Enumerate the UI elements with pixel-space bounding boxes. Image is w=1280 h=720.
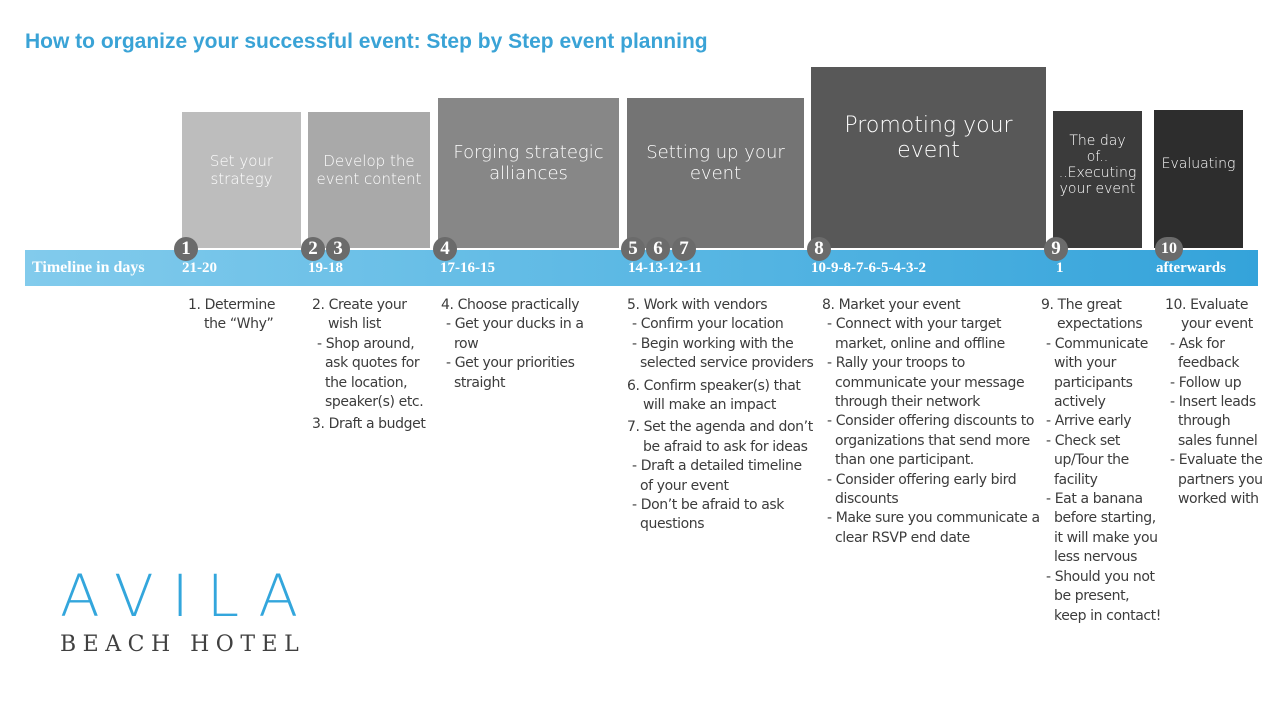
step-item: 6. Confirm speaker(s) that will make an … bbox=[627, 377, 817, 416]
phase-block-1: Set your strategy bbox=[182, 112, 301, 248]
phase-label: Develop the event content bbox=[316, 152, 422, 188]
timeline-days: 1 bbox=[1056, 260, 1064, 276]
step-column-3: 4. Choose practically - Get your ducks in… bbox=[441, 296, 606, 396]
logo-sub-text: BEACH HOTEL bbox=[60, 632, 306, 657]
phase-label: Forging strategic alliances bbox=[453, 142, 604, 184]
step-badge-8: 8 bbox=[807, 237, 831, 261]
step-subitem: - Get your ducks in a row bbox=[446, 316, 584, 352]
step-heading: 3. Draft a budget bbox=[312, 416, 426, 433]
step-subitem: - Don’t be afraid to ask questions bbox=[632, 497, 785, 533]
timeline-days: 10-9-8-7-6-5-4-3-2 bbox=[811, 260, 926, 276]
step-item: 4. Choose practically - Get your ducks in… bbox=[441, 296, 606, 393]
step-badge-3: 3 bbox=[326, 237, 350, 261]
step-subitem: - Evaluate the partners you worked with bbox=[1170, 452, 1263, 508]
step-badge-7: 7 bbox=[672, 237, 696, 261]
step-badge-5: 5 bbox=[621, 237, 645, 261]
step-heading: 8. Market your event bbox=[822, 297, 961, 313]
step-heading: 9. The great expectations bbox=[1041, 297, 1143, 333]
step-subitem: - Get your priorities straight bbox=[446, 355, 575, 391]
timeline-days: afterwards bbox=[1156, 260, 1226, 276]
step-heading: 2. Create your wish list bbox=[312, 297, 407, 333]
step-subitem: - Shop around, ask quotes for the locati… bbox=[317, 335, 424, 411]
step-column-1: 1. Determine the “Why” bbox=[188, 296, 300, 338]
avila-beach-hotel-logo: AVILA BEACH HOTEL bbox=[60, 566, 316, 657]
step-column-7: 10. Evaluate your event- Ask for feedbac… bbox=[1165, 296, 1265, 512]
step-subitem: - Arrive early bbox=[1046, 413, 1132, 430]
phase-block-3: Forging strategic alliances bbox=[438, 98, 619, 248]
phase-label: Promoting your event bbox=[844, 112, 1013, 163]
step-subitem: - Consider offering early bird discounts bbox=[827, 471, 1017, 508]
step-item: 10. Evaluate your event- Ask for feedbac… bbox=[1165, 296, 1265, 509]
step-subitem: - Consider offering discounts to organiz… bbox=[827, 413, 1035, 469]
timeline-days: 19-18 bbox=[308, 260, 343, 276]
step-badge-4: 4 bbox=[433, 237, 457, 261]
step-subitem: - Check set up/Tour the facility bbox=[1046, 432, 1129, 488]
step-badge-1: 1 bbox=[174, 237, 198, 261]
step-subitem: - Make sure you communicate a clear RSVP… bbox=[827, 510, 1040, 546]
step-heading: 1. Determine the “Why” bbox=[188, 297, 276, 333]
step-subitem: - Ask for feedback bbox=[1170, 335, 1240, 372]
step-heading: 5. Work with vendors bbox=[627, 297, 768, 313]
step-subitem: - Begin working with the selected servic… bbox=[632, 335, 814, 372]
step-item: 2. Create your wish list- Shop around, a… bbox=[312, 296, 430, 412]
timeline-days: 21-20 bbox=[182, 260, 217, 276]
page-title: How to organize your successful event: S… bbox=[25, 30, 708, 53]
step-column-6: 9. The great expectations- Communicate w… bbox=[1041, 296, 1163, 629]
phase-label: The day of.. ..Executing your event bbox=[1058, 132, 1137, 197]
phase-block-5: Promoting your event bbox=[811, 67, 1046, 248]
step-subitem: - Confirm your location bbox=[632, 316, 784, 333]
timeline-label: Timeline in days bbox=[32, 259, 145, 276]
phase-block-7: Evaluating bbox=[1154, 110, 1243, 248]
phase-block-6: The day of.. ..Executing your event bbox=[1053, 111, 1142, 248]
timeline-days: 14-13-12-11 bbox=[628, 260, 703, 276]
step-subitem: - Connect with your target market, onlin… bbox=[827, 316, 1005, 352]
phase-label: Setting up your event bbox=[646, 142, 785, 184]
step-badge-9: 9 bbox=[1044, 237, 1068, 261]
step-badge-2: 2 bbox=[301, 237, 325, 261]
logo-main-text: AVILA bbox=[60, 562, 317, 630]
step-item: 1. Determine the “Why” bbox=[188, 296, 300, 335]
step-heading: 10. Evaluate your event bbox=[1165, 297, 1253, 333]
step-item: 7. Set the agenda and don’t be afraid to… bbox=[627, 418, 817, 534]
step-subitem: - Eat a banana before starting, it will … bbox=[1046, 491, 1158, 566]
step-subitem: - Insert leads through sales funnel bbox=[1170, 394, 1258, 449]
step-badge-10: 10 bbox=[1155, 237, 1183, 261]
step-subitem: - Should you not be present, keep in con… bbox=[1046, 568, 1161, 624]
phase-block-4: Setting up your event bbox=[627, 98, 804, 248]
phase-label: Set your strategy bbox=[209, 152, 274, 188]
step-column-4: 5. Work with vendors - Confirm your locat… bbox=[627, 296, 817, 538]
phase-block-2: Develop the event content bbox=[308, 112, 430, 248]
phase-label: Evaluating bbox=[1161, 156, 1236, 172]
step-subitem: - Draft a detailed timeline of your even… bbox=[632, 458, 802, 494]
step-item: 3. Draft a budget bbox=[312, 415, 430, 434]
step-column-5: 8. Market your event - Connect with your … bbox=[822, 296, 1044, 551]
step-item: 9. The great expectations- Communicate w… bbox=[1041, 296, 1163, 626]
step-subitem: - Follow up bbox=[1170, 374, 1242, 391]
step-item: 8. Market your event - Connect with your … bbox=[822, 296, 1044, 548]
step-badge-6: 6 bbox=[646, 237, 670, 261]
step-heading: 4. Choose practically bbox=[441, 297, 580, 313]
timeline-days: 17-16-15 bbox=[440, 260, 495, 276]
step-heading: 7. Set the agenda and don’t be afraid to… bbox=[627, 419, 813, 455]
step-item: 5. Work with vendors - Confirm your locat… bbox=[627, 296, 817, 374]
step-heading: 6. Confirm speaker(s) that will make an … bbox=[627, 377, 801, 414]
step-subitem: - Communicate with your participants act… bbox=[1046, 335, 1148, 411]
step-subitem: - Rally your troops to communicate your … bbox=[827, 355, 1025, 411]
step-column-2: 2. Create your wish list- Shop around, a… bbox=[312, 296, 430, 438]
